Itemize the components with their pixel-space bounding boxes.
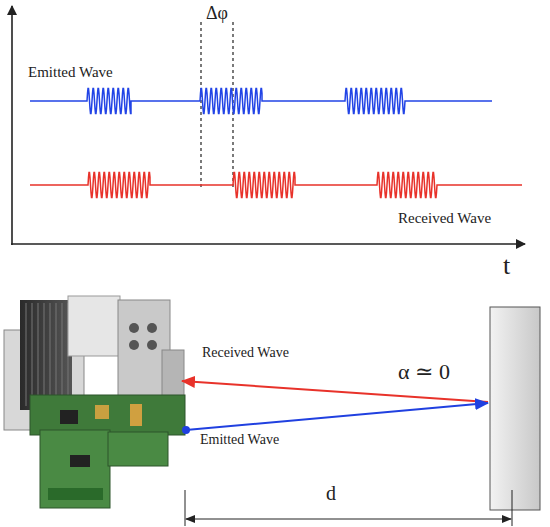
axis-label: t (503, 252, 510, 281)
sensor-device (4, 296, 185, 508)
wave-group (30, 89, 522, 198)
emitted-beam (186, 403, 488, 430)
beam-label: Received Wave (202, 345, 289, 360)
beam-label: Emitted Wave (200, 432, 279, 447)
wall-target (490, 307, 540, 510)
device-panel (68, 296, 120, 356)
wave-label: Received Wave (398, 210, 491, 227)
received-beam (182, 381, 488, 402)
dimension-tick (512, 490, 513, 526)
received-wave (30, 173, 522, 198)
circuit-board (30, 395, 185, 435)
phase-label: Δφ (206, 4, 228, 24)
dimension-line (186, 519, 511, 520)
emitted-wave (30, 89, 492, 114)
dimension-label: d (326, 482, 336, 504)
angle-label: α ≃ 0 (398, 360, 450, 384)
phase-marker-line (200, 22, 201, 188)
y-axis (11, 6, 13, 245)
circuit-board (40, 430, 110, 508)
dimension-tick (185, 490, 186, 526)
wave-label: Emitted Wave (28, 64, 113, 81)
time-axis (11, 243, 525, 245)
heatsink (20, 300, 72, 410)
emitter-dot (182, 426, 190, 434)
